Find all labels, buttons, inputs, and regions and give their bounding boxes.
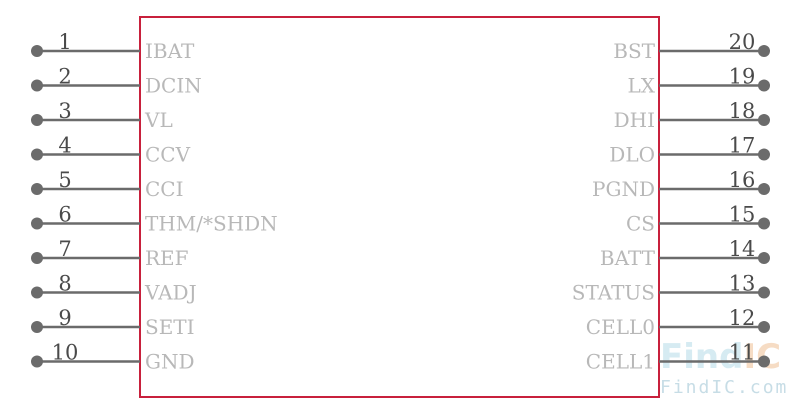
ic-body [139,16,660,398]
pin-name: VL [144,108,173,132]
left-pin-10: 10 GND [31,341,195,374]
pin-endpoint [31,183,43,195]
pin-name: CELL0 [586,315,655,339]
pin-number: 1 [58,30,71,54]
pin-name: VADJ [144,281,197,305]
pin-number: 7 [58,237,71,261]
pin-endpoint [758,45,770,57]
pin-endpoint [31,114,43,126]
right-pin-11: 11 CELL1 [586,341,770,374]
right-pin-20: 20 BST [613,30,770,63]
left-pin-4: 4 CCV [31,134,191,167]
pin-number: 20 [729,30,756,54]
right-pin-16: 16 PGND [592,168,770,201]
pin-endpoint [758,183,770,195]
left-pin-6: 6 THM/*SHDN [31,203,278,236]
pin-name: LX [627,74,655,98]
pin-endpoint [31,355,43,368]
pin-name: CS [626,212,655,236]
pin-number: 19 [729,65,756,89]
pin-name: DHI [614,108,655,132]
right-pin-15: 15 CS [626,203,770,236]
pin-endpoint [758,79,770,92]
watermark-logo-find: Find [660,337,743,377]
pin-name: DLO [609,143,655,167]
pin-name: REF [145,246,189,270]
right-pin-13: 13 STATUS [572,272,770,305]
pin-number: 2 [58,65,71,89]
watermark-url: FindIC.com [660,377,788,398]
left-pin-9: 9 SETI [31,306,195,339]
left-pin-5: 5 CCI [31,168,184,201]
pin-endpoint [758,252,770,264]
pin-number: 18 [729,99,756,123]
pin-number: 10 [52,341,79,365]
pin-endpoint [31,286,43,299]
pin-number: 16 [729,168,756,192]
pin-name: GND [145,350,195,374]
left-pins: 1 IBAT 2 DCIN 3 VL 4 CCV 5 CCI 6 THM/*SHDN 7 REF 8 VADJ… [31,30,278,374]
pin-name: BST [613,39,655,63]
pin-name: THM/*SHDN [145,212,278,236]
right-pin-19: 19 LX [627,65,770,98]
pin-number: 12 [729,306,756,330]
pin-endpoint [31,148,43,161]
pin-number: 17 [729,134,756,158]
pin-number: 6 [58,203,71,227]
pin-number: 5 [58,168,71,192]
pin-endpoint [31,79,43,92]
pin-name: CCV [145,143,191,167]
pin-number: 3 [58,99,71,123]
pin-name: CELL1 [586,350,655,374]
pin-endpoint [758,114,770,126]
right-pin-18: 18 DHI [614,99,770,132]
left-pin-8: 8 VADJ [31,272,197,305]
pin-name: STATUS [572,281,655,305]
watermark: FindIC FindIC.com [660,337,788,398]
pin-endpoint [31,217,43,230]
right-pin-14: 14 BATT [600,237,770,270]
pin-endpoint [758,217,770,230]
pin-endpoint [758,355,770,368]
pin-name: IBAT [145,39,195,63]
pin-number: 15 [729,203,756,227]
pin-number: 11 [729,341,756,365]
pin-name: PGND [592,177,655,201]
pin-number: 14 [729,237,756,261]
pin-endpoint [758,321,770,333]
pin-number: 13 [729,272,756,296]
pin-name: SETI [145,315,195,339]
pin-number: 9 [58,306,71,330]
pin-name: CCI [145,177,184,201]
left-pin-3: 3 VL [31,99,173,132]
pin-endpoint [31,45,43,57]
right-pin-17: 17 DLO [609,134,770,167]
left-pin-2: 2 DCIN [31,65,202,98]
right-pins: 20 BST 19 LX 18 DHI 17 DLO 16 PGND 15 CS 14 BATT 13 STA… [572,30,770,374]
pin-endpoint [31,321,43,333]
pin-endpoint [758,148,770,161]
pin-number: 4 [58,134,71,158]
left-pin-1: 1 IBAT [31,30,195,63]
pin-name: DCIN [145,74,202,98]
right-pin-12: 12 CELL0 [586,306,770,339]
pin-endpoint [758,286,770,299]
left-pin-7: 7 REF [31,237,189,270]
pin-endpoint [31,252,43,264]
pin-number: 8 [58,272,71,296]
pin-name: BATT [600,246,656,270]
